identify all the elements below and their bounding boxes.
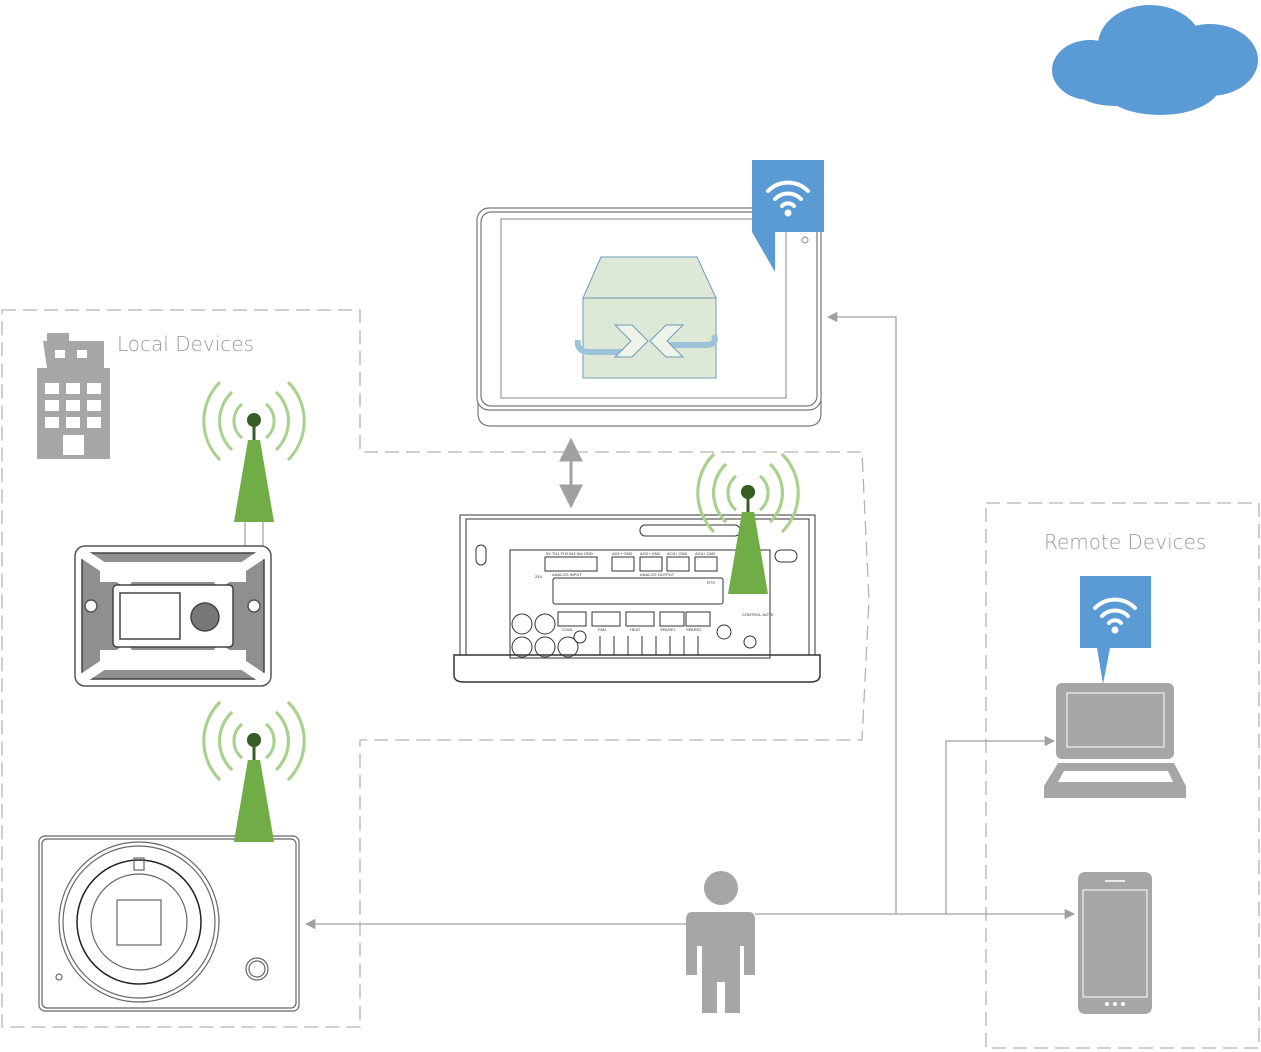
handheld-controller-device [74, 545, 272, 687]
board-label: AO4+ GND [695, 551, 715, 556]
laptop-icon [1044, 683, 1186, 798]
board-label: CONTROL NOTE [742, 612, 774, 617]
board-label: AO1+ GND [612, 551, 632, 556]
bms-server-icon [574, 256, 718, 379]
remote-devices-label: Remote Devices [1044, 530, 1207, 554]
board-label: COOL [562, 627, 574, 632]
building-icon [37, 333, 110, 459]
board-label: RTS [707, 580, 715, 585]
link-user-laptop [945, 735, 1056, 914]
link-user-tablet [826, 311, 897, 914]
smartphone-icon [1078, 872, 1152, 1014]
remote-devices-group-border [985, 502, 1260, 1049]
wireless-thermostat-device [38, 835, 300, 1012]
board-label: HEAT [630, 627, 641, 632]
board-label: SPARE1 [660, 627, 676, 632]
board-label: ANALOG INPUT [552, 572, 582, 577]
board-label: ANALOG OUTPUT [640, 572, 675, 577]
board-label: 5V TH1 TH2 IN3 IN4 GND [546, 551, 593, 556]
wifi-callout [1080, 576, 1151, 684]
controller-board-device: 5V TH1 TH2 IN3 IN4 GND ANALOG INPUT ANAL… [453, 514, 821, 683]
local-devices-group-border [1, 309, 870, 1028]
board-label: AO3+ GND [667, 551, 687, 556]
user-person-icon [686, 871, 755, 1013]
cloud-icon [1052, 5, 1258, 115]
board-label: FAN [598, 627, 606, 632]
board-label: 24V [535, 574, 542, 579]
local-devices-label: Local Devices [117, 332, 255, 356]
antenna-icon [202, 380, 306, 524]
board-label: AO2+ GND [640, 551, 660, 556]
wifi-callout [752, 160, 824, 272]
board-label: SPARE2 [686, 627, 702, 632]
